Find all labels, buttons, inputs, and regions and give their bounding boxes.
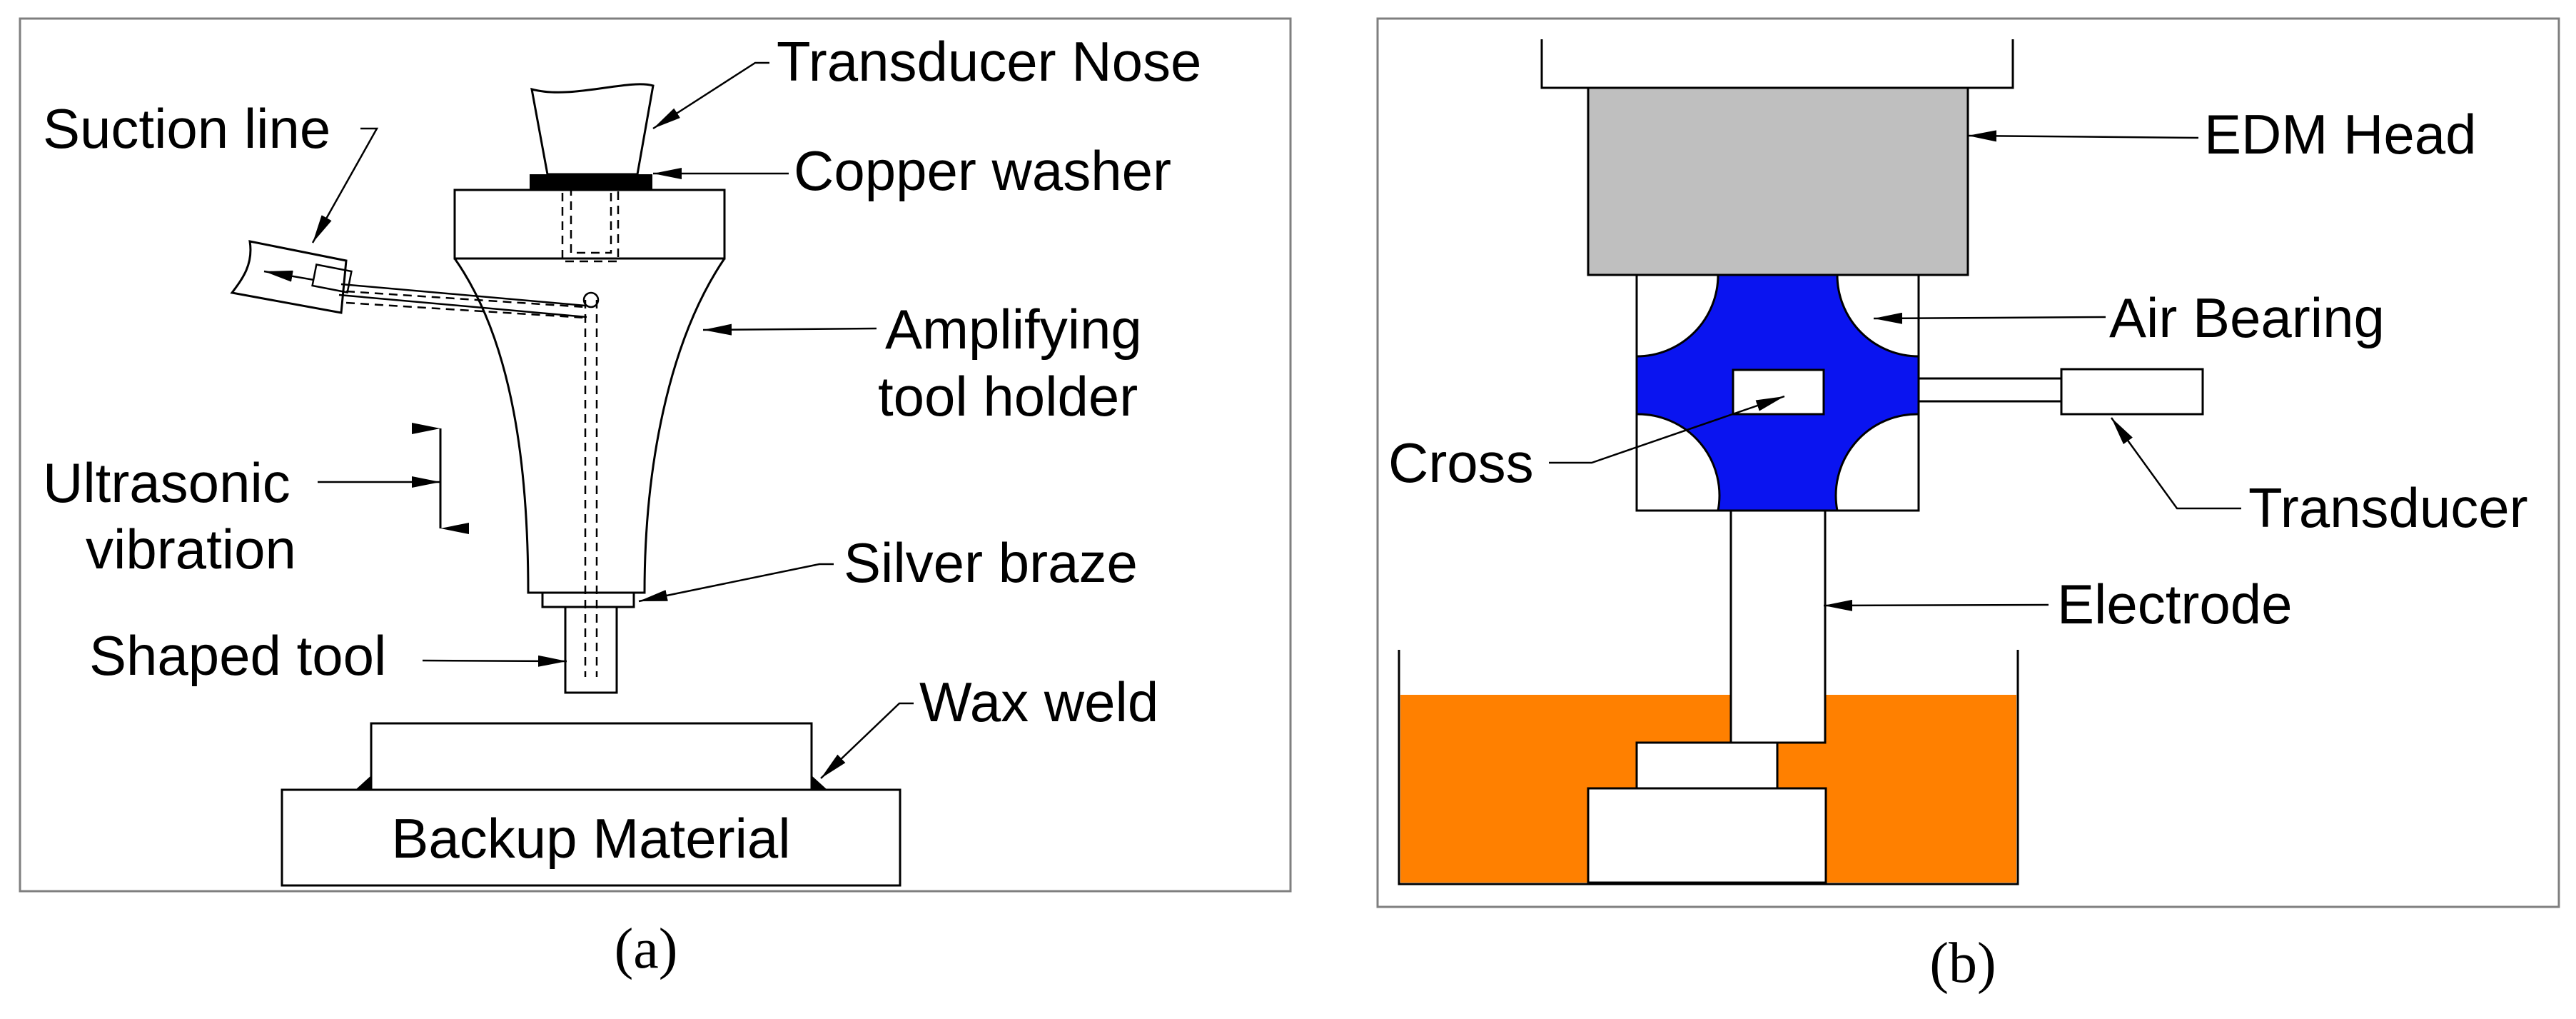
panel-b: EDM Head Air Bearing Cross Transducer El… bbox=[1376, 17, 2560, 995]
panel-b-frame bbox=[1376, 17, 2560, 908]
workpiece-base bbox=[1587, 787, 1827, 884]
leader-edm-head bbox=[1967, 130, 2199, 142]
bolt-cavity bbox=[561, 189, 620, 263]
suction-tube bbox=[230, 240, 348, 314]
leader-suction-line bbox=[311, 127, 379, 244]
leader-air-bearing bbox=[1873, 312, 2106, 324]
cross-slot bbox=[1732, 368, 1825, 416]
dielectric-tank bbox=[1398, 650, 2019, 885]
label-air-bearing: Air Bearing bbox=[2109, 286, 2385, 349]
label-suction-line: Suction line bbox=[43, 97, 330, 160]
backup-material-block bbox=[281, 788, 901, 887]
leader-wax-weld bbox=[820, 702, 914, 779]
workpiece-top bbox=[1635, 741, 1779, 790]
edm-head bbox=[1587, 86, 1969, 276]
label-wax-weld: Wax weld bbox=[919, 671, 1158, 733]
transducer bbox=[2060, 368, 2204, 416]
label-shaped-tool: Shaped tool bbox=[89, 624, 386, 687]
suction-line-pipe-1 bbox=[340, 283, 586, 307]
electrode bbox=[1729, 509, 1827, 744]
suction-line-pipe-2 bbox=[338, 293, 587, 318]
leader-electrode bbox=[1823, 599, 2049, 611]
suction-passage-2 bbox=[345, 301, 586, 319]
wax-weld-right bbox=[812, 775, 827, 790]
wax-weld-left bbox=[355, 775, 371, 790]
suction-nozzle bbox=[311, 263, 353, 293]
holder-top-block bbox=[453, 189, 726, 260]
silver-braze bbox=[541, 591, 635, 608]
label-transducer: Transducer bbox=[2248, 476, 2528, 539]
label-backup-material: Backup Material bbox=[391, 807, 790, 870]
leader-silver-braze bbox=[638, 563, 834, 603]
channel-bend bbox=[582, 291, 600, 308]
leader-transducer bbox=[2110, 417, 2241, 510]
label-silver-braze: Silver braze bbox=[844, 531, 1138, 594]
label-edm-head: EDM Head bbox=[2204, 103, 2476, 166]
suction-flow-arrow bbox=[263, 270, 315, 282]
label-amplifying: Amplifying bbox=[885, 298, 1142, 361]
transducer-rod bbox=[1917, 377, 2063, 403]
label-tool-holder: tool holder bbox=[878, 365, 1138, 428]
panel-a-frame bbox=[19, 17, 1292, 893]
edm-head-mount bbox=[1540, 39, 2014, 89]
suction-passage-1 bbox=[345, 290, 586, 308]
workpiece bbox=[370, 722, 813, 791]
label-cross: Cross bbox=[1388, 431, 1534, 494]
leader-transducer-nose bbox=[652, 61, 769, 130]
label-copper-washer: Copper washer bbox=[794, 139, 1171, 202]
bolt-cavity-inner bbox=[570, 189, 612, 254]
caption-b: (b) bbox=[1929, 932, 1996, 995]
label-vibration: vibration bbox=[86, 518, 296, 581]
shaped-tool bbox=[564, 606, 618, 694]
leader-cross bbox=[1549, 395, 1785, 464]
transducer-nose bbox=[530, 83, 655, 176]
label-electrode: Electrode bbox=[2057, 573, 2293, 636]
copper-washer bbox=[530, 174, 652, 190]
label-transducer-nose: Transducer Nose bbox=[777, 30, 1201, 93]
panel-a: Transducer Nose Suction line Copper wash… bbox=[19, 17, 1292, 980]
caption-a: (a) bbox=[615, 918, 678, 980]
leader-amplifying bbox=[702, 323, 877, 336]
label-ultrasonic: Ultrasonic bbox=[43, 451, 291, 514]
